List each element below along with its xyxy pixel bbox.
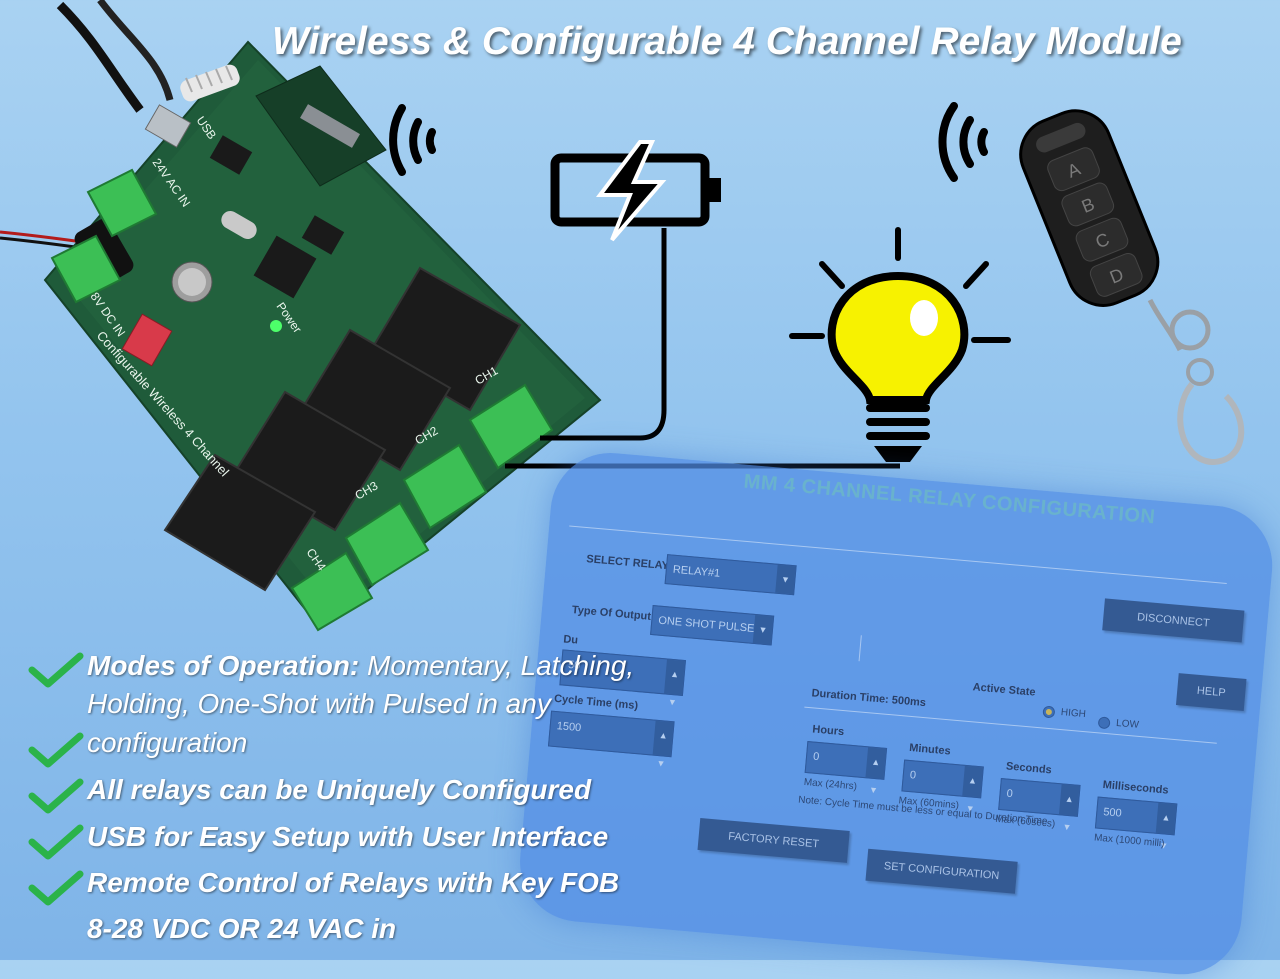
milliseconds-label: Milliseconds	[1102, 778, 1170, 797]
hours-input[interactable]: 0 ▲▼	[804, 741, 888, 795]
active-high-radio[interactable]	[1042, 705, 1056, 719]
cycle-time-value: 1500	[556, 720, 582, 735]
stepper-icon[interactable]: ▲▼	[1058, 784, 1080, 832]
stepper-icon[interactable]: ▲▼	[1155, 802, 1177, 851]
select-relay-value: RELAY#1	[672, 563, 721, 580]
feature-power: 8-28 VDC OR 24 VAC in	[87, 913, 396, 945]
feature-power-text: 8-28 VDC OR 24 VAC in	[87, 913, 397, 944]
relay-1	[368, 266, 522, 412]
cycle-time-label: Cycle Time (ms)	[553, 692, 639, 713]
feature-modes-bold: Modes of Operation:	[87, 650, 360, 681]
select-relay-label: SELECT RELAY	[585, 553, 670, 573]
hours-label: Hours	[811, 723, 845, 739]
type-of-output-dropdown[interactable]: ONE SHOT PULSED ▼	[650, 605, 775, 646]
check-icon	[28, 778, 84, 814]
wifi-icon	[389, 104, 436, 176]
milliseconds-value: 500	[1102, 806, 1123, 820]
terminal-ch4	[290, 551, 374, 632]
active-high-label: HIGH	[1060, 707, 1087, 721]
relay-board: USB 24V AC IN Power CH1 CH2 CH3 CH4 Conf…	[43, 40, 602, 632]
disconnect-button[interactable]: DISCONNECT	[1102, 598, 1245, 643]
active-state-label: Active State	[972, 681, 1037, 699]
help-button[interactable]: HELP	[1175, 673, 1247, 711]
active-low-label: LOW	[1115, 717, 1140, 731]
terminal-ch3	[344, 501, 430, 587]
feature-usb: USB for Easy Setup with User Interface	[87, 821, 608, 853]
type-of-output-value: ONE SHOT PULSED	[657, 614, 763, 636]
antenna-coil	[180, 64, 240, 102]
feature-modes-rest: Momentary, Latching,	[359, 650, 635, 681]
set-configuration-button[interactable]: SET CONFIGURATION	[865, 848, 1018, 894]
active-low-radio[interactable]	[1097, 716, 1111, 730]
seconds-value: 0	[1006, 787, 1014, 801]
duty-label: Du	[562, 633, 579, 647]
feature-relays: All relays can be Uniquely Configured	[87, 774, 591, 806]
type-of-output-label: Type Of Output	[571, 604, 652, 623]
feature-remote-text: Remote Control of Relays with Key FOB	[87, 867, 620, 898]
feature-usb-text: USB for Easy Setup with User Interface	[87, 821, 609, 852]
minutes-value: 0	[909, 769, 917, 782]
terminal-ch1	[468, 383, 554, 470]
stepper-icon[interactable]: ▲▼	[962, 765, 983, 814]
terminal-ch2	[402, 443, 488, 530]
check-icon	[28, 652, 84, 688]
terminal-dc-in	[50, 234, 122, 304]
minutes-label: Minutes	[908, 741, 952, 758]
relay-2	[298, 328, 452, 472]
feature-relays-text: All relays can be Uniquely Configured	[87, 774, 592, 805]
feature-modes-line-2: Holding, One-Shot with Pulsed in any	[87, 688, 551, 719]
check-icon	[28, 824, 84, 860]
battery-charging-icon	[550, 140, 721, 242]
hours-hint: Max (24hrs)	[803, 776, 858, 793]
light-bulb-icon	[789, 227, 1011, 462]
check-icon	[28, 732, 84, 768]
minutes-input[interactable]: 0 ▲▼	[901, 759, 984, 814]
factory-reset-button[interactable]: FACTORY RESET	[697, 817, 850, 863]
wifi-icon-fob	[938, 102, 988, 182]
usb-cable	[56, 1, 144, 113]
terminal-ac-in	[86, 168, 158, 238]
select-relay-dropdown[interactable]: RELAY#1 ▼	[664, 554, 797, 596]
wire-to-battery	[540, 228, 667, 441]
page-title: Wireless & Configurable 4 Channel Relay …	[272, 20, 1182, 63]
check-icon	[28, 870, 84, 906]
feature-modes-line-3: configuration	[87, 727, 248, 758]
chevron-down-icon[interactable]: ▼	[752, 614, 774, 645]
seconds-label: Seconds	[1005, 760, 1053, 777]
duration-time-label: Duration Time: 500ms	[811, 687, 927, 710]
key-fob-icon: A B C D	[1019, 109, 1245, 466]
milliseconds-hint: Max (1000 milli)	[1093, 832, 1165, 850]
cycle-time-input[interactable]: 1500 ▲▼	[547, 710, 675, 769]
stepper-icon[interactable]: ▲▼	[865, 747, 887, 795]
power-led	[270, 320, 282, 332]
usb-cable-2	[97, 0, 174, 101]
config-panel: MM 4 CHANNEL RELAY CONFIGURATION SELECT …	[515, 448, 1278, 979]
relay-4	[163, 453, 317, 592]
feature-modes-line-1: Modes of Operation: Momentary, Latching,	[87, 650, 634, 682]
feature-remote: Remote Control of Relays with Key FOB	[87, 867, 619, 899]
divider	[858, 635, 862, 662]
stepper-icon[interactable]: ▲▼	[664, 659, 685, 707]
milliseconds-input[interactable]: 500 ▲▼	[1094, 796, 1178, 851]
stepper-icon[interactable]: ▲▼	[652, 720, 674, 769]
relay-3	[233, 390, 387, 532]
chevron-down-icon[interactable]: ▼	[775, 564, 796, 595]
seconds-input[interactable]: 0 ▲▼	[998, 778, 1081, 832]
usb-port	[144, 104, 192, 148]
hours-value: 0	[812, 750, 820, 764]
divider	[804, 706, 1217, 744]
